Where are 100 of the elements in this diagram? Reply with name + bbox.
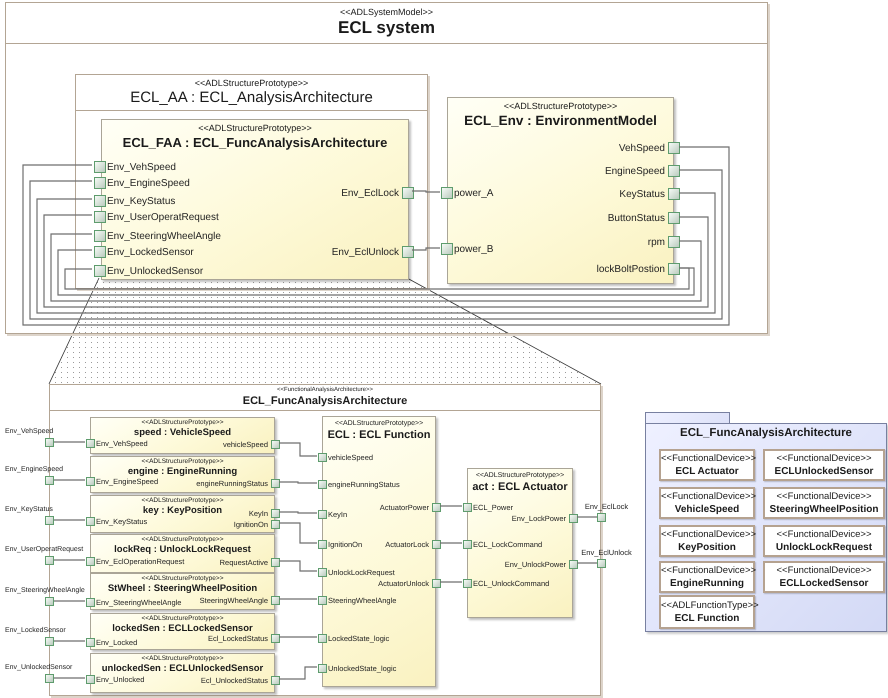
port-label: EngineSpeed — [604, 164, 665, 178]
port-label: Env_EclUnlock — [332, 246, 399, 258]
structure-block — [447, 97, 674, 284]
connector-line — [279, 442, 317, 457]
connector-line — [54, 600, 85, 602]
port-label: KeyStatus — [619, 188, 665, 200]
port-square — [94, 161, 106, 173]
port-square — [463, 578, 472, 588]
port-square — [463, 540, 472, 548]
port-square — [318, 540, 327, 548]
block-title: ECL system — [338, 18, 435, 38]
stereotype-label: <<ADLStructurePrototype>> — [194, 78, 308, 89]
port-square — [94, 177, 106, 189]
element-box — [763, 487, 885, 519]
port-square — [45, 476, 54, 484]
port-square — [318, 664, 327, 672]
block-title: EngineRunning — [670, 576, 744, 590]
port-square — [318, 596, 327, 604]
part-block — [90, 417, 275, 454]
port-square — [45, 516, 54, 524]
port-square — [271, 520, 280, 528]
structure-frame — [75, 74, 428, 289]
stereotype-label: <<FunctionalDevice>> — [661, 490, 756, 502]
port-square — [569, 514, 578, 522]
port-square — [86, 516, 95, 526]
connector-line — [577, 562, 597, 564]
port-square — [86, 598, 95, 606]
port-square — [271, 440, 280, 448]
connector-line — [440, 581, 462, 583]
block-title: UnlockLockRequest — [776, 540, 872, 554]
port-square — [271, 508, 280, 518]
connector-line — [29, 169, 723, 320]
port-label: power_A — [454, 186, 494, 200]
port-square — [94, 195, 106, 207]
port-square — [86, 674, 95, 684]
port-label: Env_UnlockedSensor — [107, 264, 204, 278]
port-label: Env_UserOperatRequest — [107, 210, 219, 224]
port-square — [463, 502, 472, 512]
connector-line — [64, 267, 690, 290]
port-square — [402, 187, 414, 199]
port-square — [597, 512, 606, 522]
port-square — [432, 578, 441, 588]
port-label: Env_VehSpeed — [107, 160, 176, 174]
stereotype-label: <<FunctionalDevice>> — [776, 528, 872, 540]
connector-line — [54, 640, 85, 642]
port-square — [668, 142, 680, 154]
stereotype-label: <<FunctionalDevice>> — [661, 564, 756, 576]
part-block — [90, 534, 275, 573]
port-label: rpm — [648, 236, 665, 248]
connector-line — [36, 192, 716, 314]
port-square — [569, 560, 578, 568]
port-square — [271, 634, 280, 642]
port-square — [86, 638, 95, 646]
package-folder — [645, 423, 887, 632]
element-box — [659, 487, 755, 519]
port-square — [271, 596, 280, 604]
block-title: ECL_Env : EnvironmentModel — [464, 112, 657, 129]
block-title: VehicleSpeed — [674, 502, 740, 516]
port-square — [668, 165, 680, 177]
port-label: Env_SteeringWheelAngle — [107, 230, 221, 242]
connector-line — [577, 516, 597, 518]
stereotype-label: <<FunctionalDevice>> — [776, 452, 872, 464]
part-block — [90, 653, 275, 693]
stereotype-label: <<FunctionalDevice>> — [776, 564, 872, 576]
port-square — [318, 510, 327, 518]
connector-line — [440, 542, 462, 544]
connector-line — [279, 598, 317, 600]
block-title: ECL Actuator — [675, 464, 739, 478]
block-title: KeyPosition — [678, 540, 736, 554]
block-title: ECLLockedSensor — [780, 576, 868, 590]
port-square — [45, 438, 54, 446]
port-square — [441, 187, 453, 199]
structure-block — [101, 119, 409, 280]
port-label: Env_EclLock — [341, 186, 399, 200]
port-square — [94, 246, 106, 258]
port-square — [668, 236, 680, 248]
port-square — [45, 674, 54, 682]
port-square — [441, 243, 453, 255]
block-title: ECL : ECL Function — [328, 428, 430, 442]
connector-line — [279, 666, 317, 680]
block-title: key : KeyPosition — [142, 505, 222, 516]
part-block — [90, 573, 275, 610]
block-title: ECL_FuncAnalysisArchitecture — [680, 426, 852, 440]
port-square — [597, 558, 606, 568]
block-title: ECLUnlockedSensor — [774, 464, 874, 478]
function-block — [322, 416, 436, 687]
connector-line — [22, 146, 730, 326]
system-frame — [5, 2, 768, 334]
port-label: Env_EngineSpeed — [107, 176, 190, 190]
connector-line — [54, 519, 85, 521]
actuator-block — [467, 468, 573, 618]
port-square — [45, 636, 54, 646]
connector-line — [279, 511, 317, 514]
block-title: act : ECL Actuator — [472, 480, 568, 494]
port-square — [318, 452, 327, 462]
port-square — [318, 634, 327, 642]
stereotype-label: <<ADLSystemModel>> — [340, 7, 434, 18]
element-box — [659, 449, 755, 481]
port-square — [271, 558, 280, 566]
port-square — [94, 211, 106, 223]
